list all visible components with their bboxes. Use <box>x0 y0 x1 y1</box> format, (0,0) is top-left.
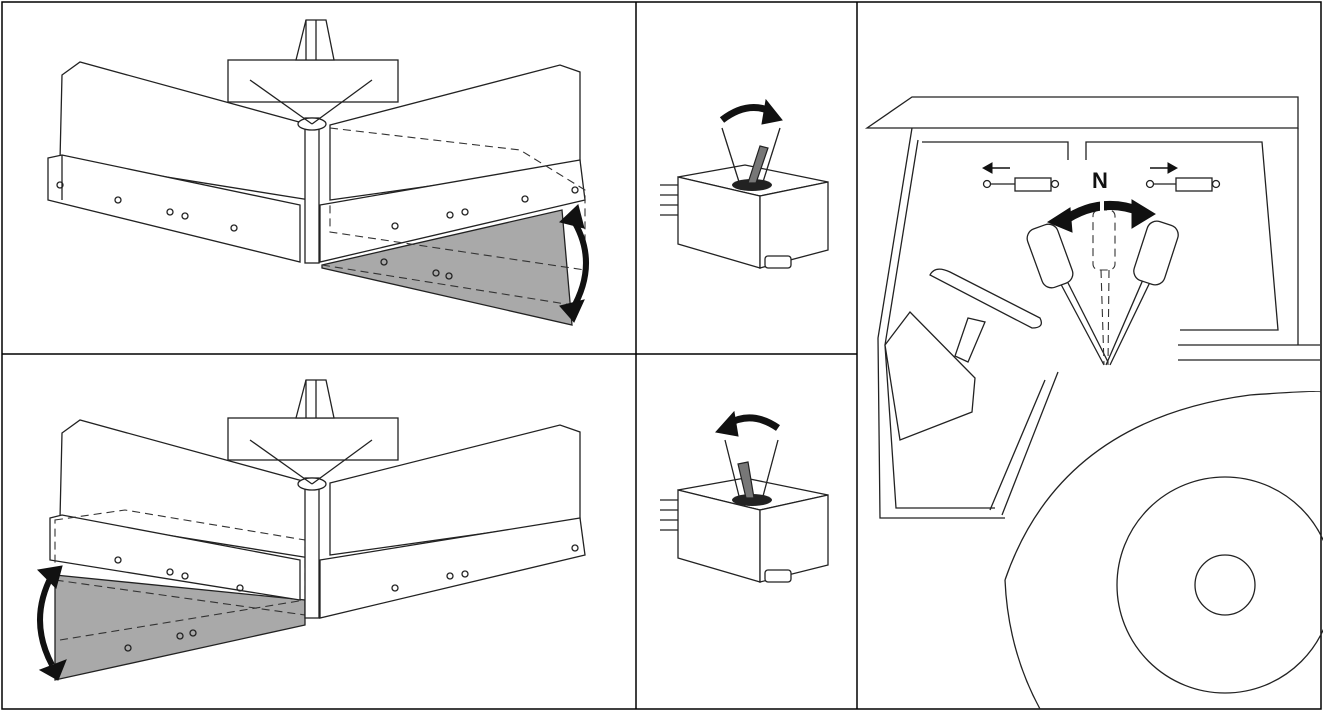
right-wing-moldboard <box>329 424 581 556</box>
hose-bundle <box>660 499 678 531</box>
toggle-lever <box>737 461 755 499</box>
joystick-left-position <box>1026 223 1109 366</box>
control-box-right-panel <box>660 98 829 269</box>
control-box-left-panel <box>660 410 829 583</box>
box-latch <box>764 255 792 269</box>
double-arrow-icon <box>36 565 67 681</box>
toggle-lever <box>747 145 769 184</box>
arrow-right-icon <box>1150 162 1179 174</box>
wheel-rim <box>1116 476 1323 694</box>
plow-right-blade-panel <box>47 19 589 326</box>
windshield-right <box>1085 141 1279 331</box>
double-arrow-icon <box>558 204 589 323</box>
switch-base <box>732 494 772 506</box>
cab-pillar-left <box>877 127 1005 519</box>
tilted-blade <box>321 209 573 326</box>
hydraulic-cylinder-icon <box>982 177 1060 192</box>
tilted-blade <box>54 574 306 681</box>
box-latch <box>764 569 792 583</box>
wheel-hub <box>1194 554 1256 616</box>
hose-bundle <box>660 184 678 216</box>
box-side <box>759 494 829 583</box>
joystick-neutral-position <box>1092 209 1116 366</box>
switch-base <box>732 179 772 191</box>
ghost-outline <box>329 127 586 271</box>
mount-tower <box>295 19 335 61</box>
bolt-holes <box>56 181 579 280</box>
mount-frame <box>227 417 399 461</box>
steering-wheel <box>929 268 1043 329</box>
left-cutting-edge <box>49 514 301 601</box>
curved-arrow-icon <box>715 410 780 437</box>
tractor-cab-panel: N <box>864 96 1323 710</box>
centre-post <box>304 117 320 264</box>
seat <box>884 311 976 441</box>
steering-column <box>954 317 986 363</box>
arrow-left-icon <box>981 162 1010 174</box>
neutral-label: N <box>1092 168 1108 193</box>
wheel-outer <box>1004 390 1322 581</box>
wheel-outer-lower <box>1004 579 1041 710</box>
curved-arrow-icon <box>1046 190 1156 233</box>
right-cutting-edge <box>319 517 586 619</box>
cab-pillar-inner <box>884 139 995 509</box>
mount-frame <box>227 59 399 103</box>
hydraulic-cylinder-icon <box>1145 177 1221 192</box>
plow-left-blade-panel <box>36 379 586 681</box>
left-cutting-edge <box>47 154 301 263</box>
curved-arrow-icon <box>719 98 783 125</box>
cab-roof <box>864 96 1299 129</box>
centre-post <box>304 477 320 619</box>
mount-tower <box>295 379 335 419</box>
right-wing-moldboard <box>329 64 581 201</box>
box-side <box>759 181 829 269</box>
windshield-left <box>922 141 1069 160</box>
joystick-right-position <box>1105 220 1179 366</box>
bolt-holes <box>114 544 579 652</box>
